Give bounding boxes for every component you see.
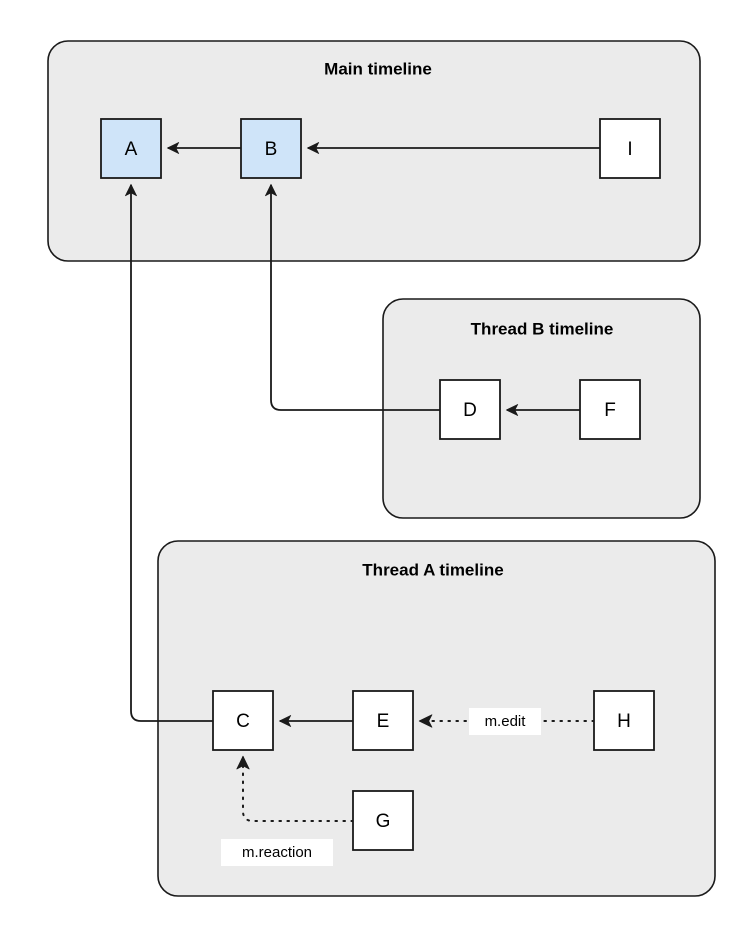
- node-A-box[interactable]: [100, 118, 162, 179]
- node-C-label: C: [236, 711, 250, 732]
- node-E-box[interactable]: [352, 690, 414, 751]
- node-G[interactable]: G: [352, 790, 414, 851]
- node-B-label: B: [265, 139, 278, 160]
- node-D[interactable]: D: [439, 379, 501, 440]
- node-I-box[interactable]: [599, 118, 661, 179]
- node-H-label: H: [617, 711, 631, 732]
- node-B-box[interactable]: [240, 118, 302, 179]
- group-thread-a-timeline: Thread A timeline: [157, 540, 716, 897]
- edge-label-m-reaction-bg: [221, 839, 333, 866]
- node-D-box[interactable]: [439, 379, 501, 440]
- edge-d-to-b: [265, 183, 440, 411]
- group-thread-b-timeline: Thread B timeline: [382, 298, 701, 519]
- node-B[interactable]: B: [240, 118, 302, 179]
- edge-label-m-edit-text: m.edit: [485, 713, 527, 730]
- group-thread-b-timeline-box: [382, 298, 701, 519]
- edge-label-m-edit-bg: [469, 708, 541, 735]
- group-thread-a-timeline-box: [157, 540, 716, 897]
- group-main-timeline: Main timeline: [47, 40, 701, 262]
- node-E[interactable]: E: [352, 690, 414, 751]
- group-main-timeline-title: Main timeline: [324, 59, 432, 78]
- node-F-box[interactable]: [579, 379, 641, 440]
- node-F-label: F: [604, 400, 616, 421]
- group-thread-b-timeline-title: Thread B timeline: [471, 319, 614, 338]
- edge-label-m-reaction-text: m.reaction: [242, 844, 312, 861]
- node-F[interactable]: F: [579, 379, 641, 440]
- node-I-label: I: [627, 139, 632, 160]
- node-A[interactable]: A: [100, 118, 162, 179]
- node-G-box[interactable]: [352, 790, 414, 851]
- node-A-label: A: [125, 139, 138, 160]
- group-thread-a-timeline-title: Thread A timeline: [362, 560, 503, 579]
- edge-label-m-edit: m.edit: [469, 708, 541, 735]
- node-C[interactable]: C: [212, 690, 274, 751]
- edge-label-m-reaction: m.reaction: [221, 839, 333, 866]
- group-main-timeline-box: [47, 40, 701, 262]
- node-D-label: D: [463, 400, 477, 421]
- node-H[interactable]: H: [593, 690, 655, 751]
- edge-c-to-a: [125, 183, 213, 722]
- node-G-label: G: [376, 811, 391, 832]
- edges-layer: [125, 142, 600, 822]
- node-H-box[interactable]: [593, 690, 655, 751]
- node-E-label: E: [377, 711, 390, 732]
- node-I[interactable]: I: [599, 118, 661, 179]
- node-C-box[interactable]: [212, 690, 274, 751]
